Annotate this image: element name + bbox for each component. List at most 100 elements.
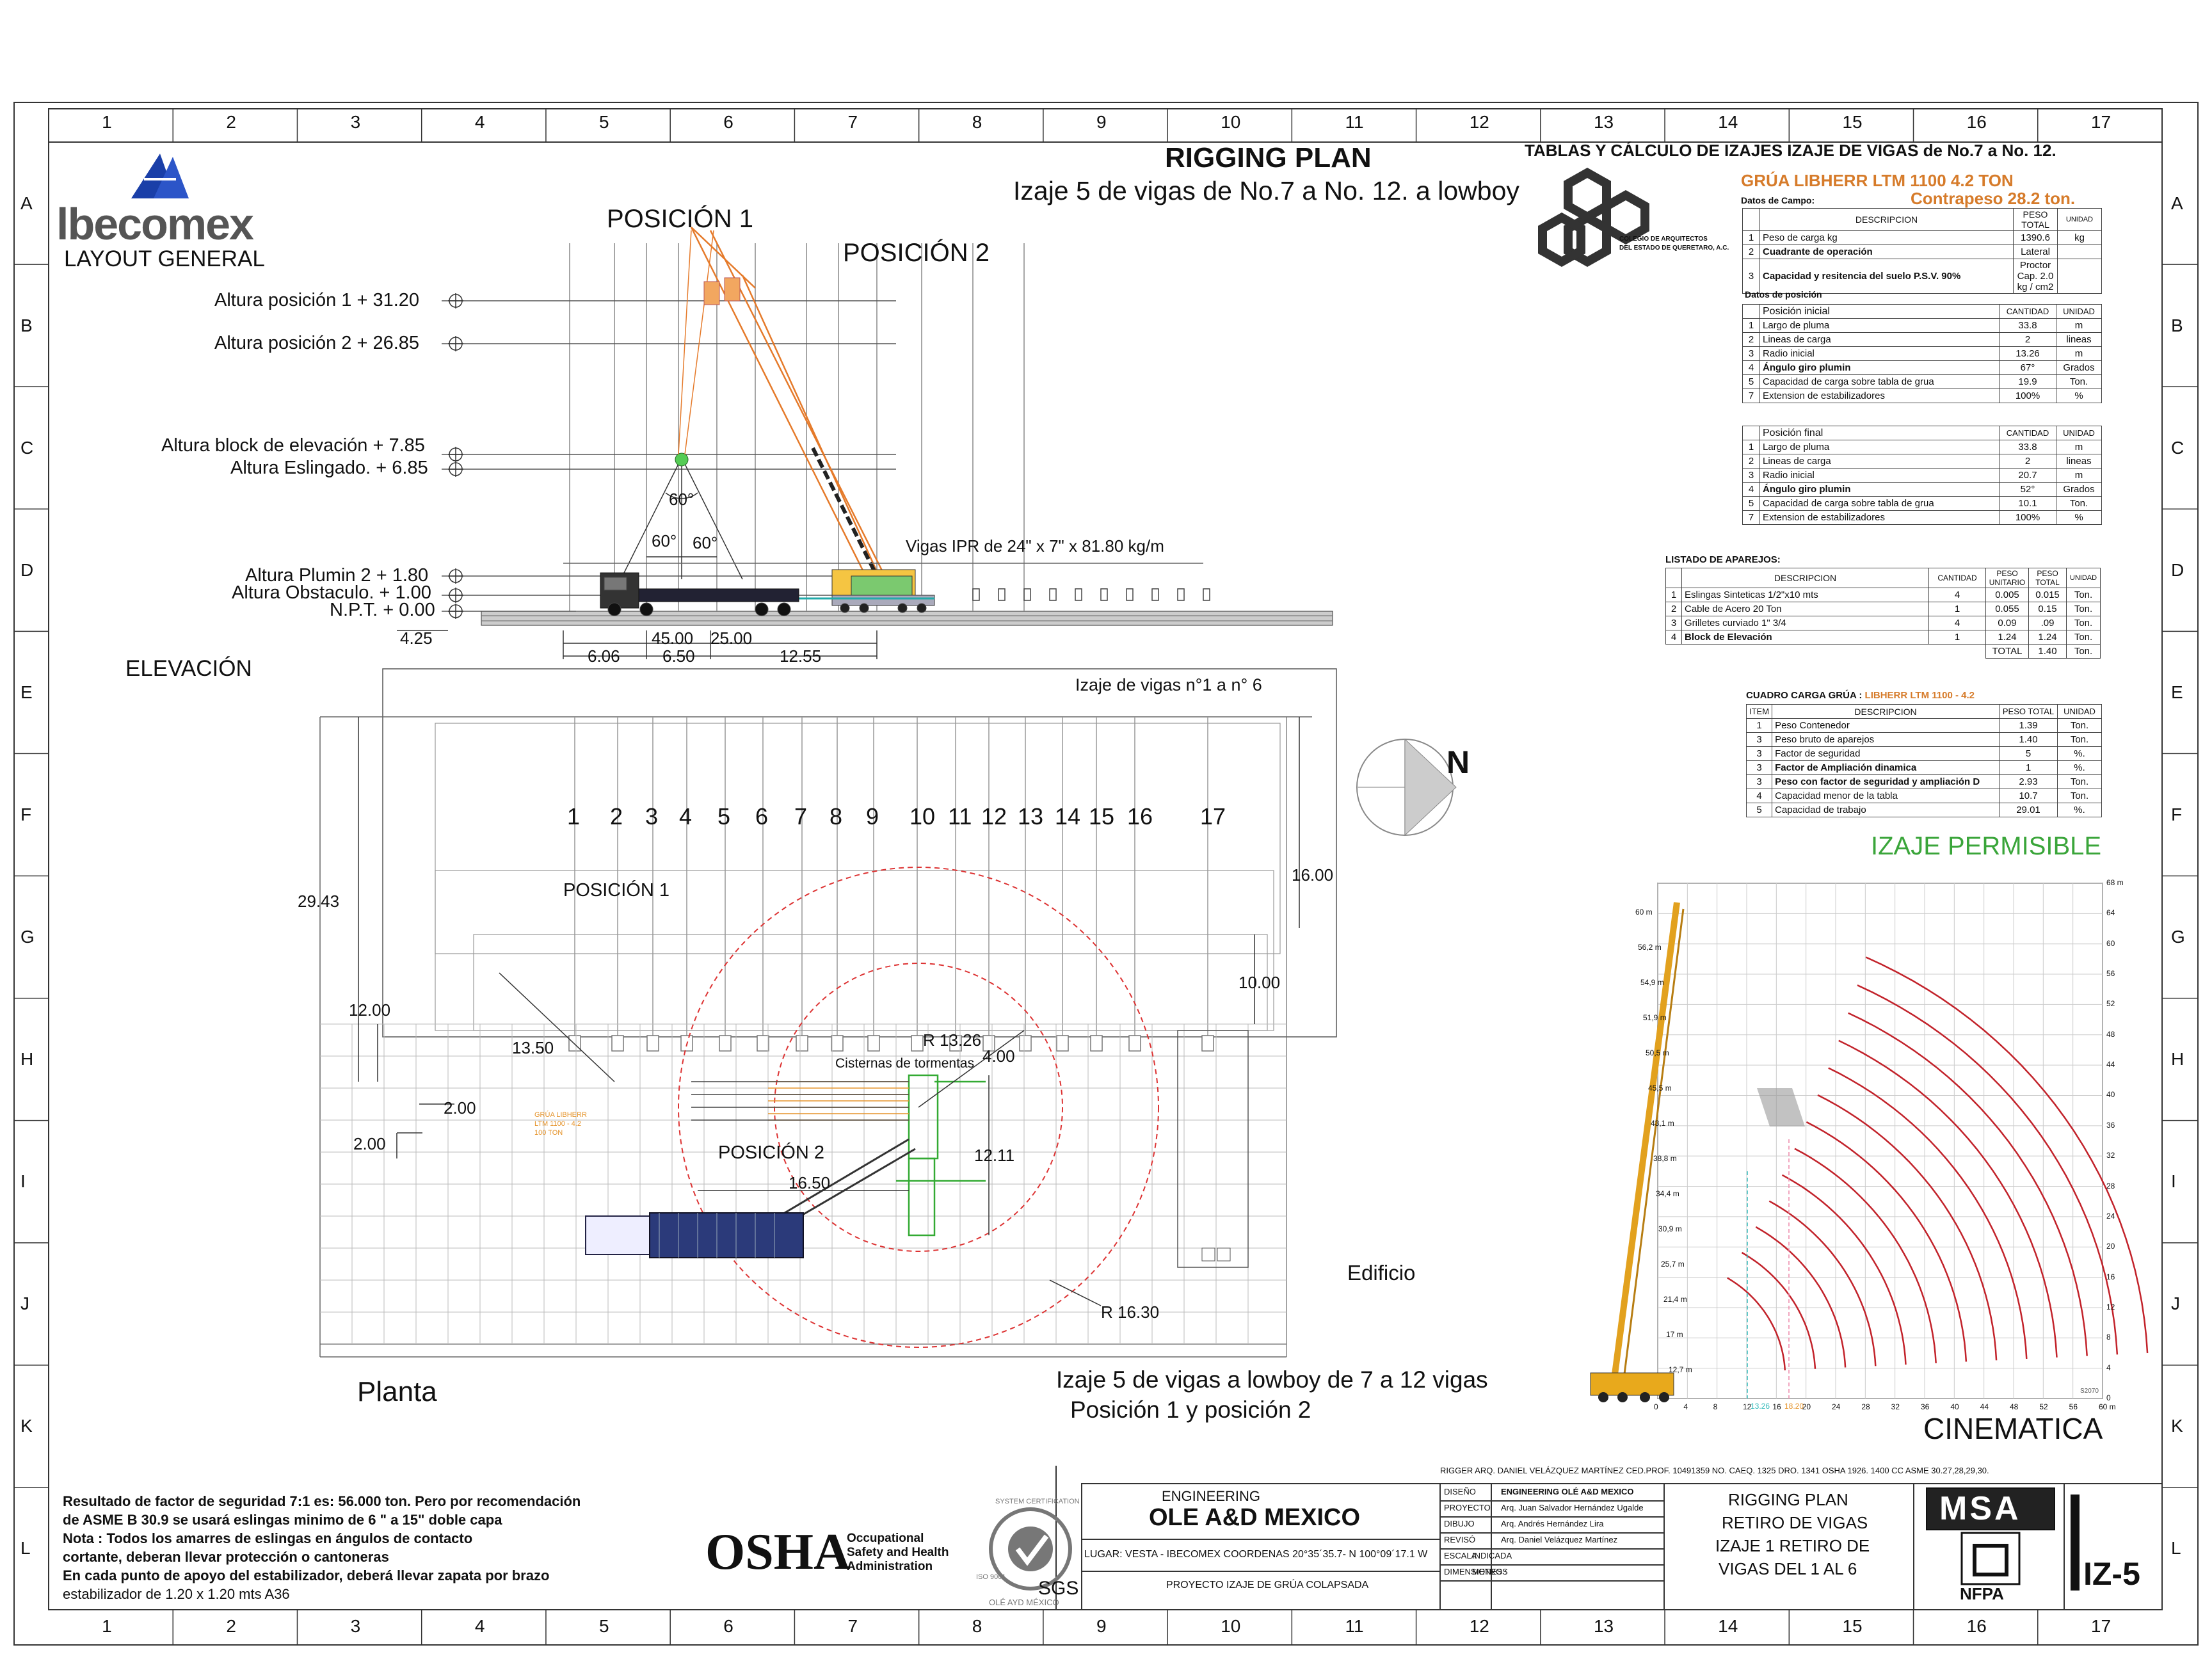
row-index: 3	[1745, 774, 1773, 789]
beam-number: 16	[1127, 803, 1153, 830]
dim-200b: 2.00	[353, 1134, 386, 1153]
row-value: 100%	[1999, 389, 2056, 403]
note-line: cortante, deberan llevar protección o ca…	[63, 1549, 389, 1565]
rigging-title: LISTADO DE APAREJOS:	[1665, 554, 1781, 565]
dim-425: 4.25	[400, 629, 433, 648]
sheet-title-4: VIGAS DEL 1 AL 6	[1719, 1559, 1857, 1578]
row-value: 1.40	[1999, 732, 2058, 747]
plan-pos1: POSICIÓN 1	[563, 880, 669, 901]
row-desc: Cuadrante de operación	[1759, 244, 2014, 259]
col-label-bottom: 4	[474, 1616, 485, 1636]
row-desc: Peso de carga kg	[1759, 230, 2014, 245]
row-index: 2	[1665, 602, 1682, 616]
kin-boom-label: 17 m	[1666, 1330, 1683, 1339]
col-label-bottom: 17	[2090, 1616, 2112, 1636]
row-value: 100%	[1999, 510, 2056, 525]
counterweight: Contrapeso 28.2 ton.	[1911, 189, 2076, 208]
note-line: Nota : Todos los amarres de eslingas en …	[63, 1530, 473, 1546]
row-unit: lineas	[2056, 332, 2102, 347]
lift-verdict: IZAJE PERMISIBLE	[1871, 832, 2102, 860]
row-unit	[2057, 259, 2102, 294]
kin-x-tick: 20	[1802, 1402, 1811, 1411]
col-label-bottom: 10	[1221, 1616, 1241, 1636]
load-h-unit: UNIDAD	[2057, 704, 2102, 719]
col-label-bottom: 13	[1593, 1616, 1614, 1636]
radius-1326: R 13.26	[923, 1030, 982, 1050]
kin-y-tick: 24	[2106, 1211, 2115, 1221]
college-text-2: DEL ESTADO DE QUERETARO, A.C.	[1619, 244, 1729, 252]
row-label-right: B	[2171, 315, 2183, 335]
kin-y-tick: 36	[2106, 1120, 2115, 1130]
load-chart-model: LIBHERR LTM 1100 - 4.2	[1864, 690, 1975, 701]
kin-x-tick: 28	[1861, 1402, 1870, 1411]
row-index: 3	[1745, 746, 1773, 761]
beam-number: 15	[1089, 803, 1115, 830]
rigging-table: DESCRIPCION CANTIDAD PESO UNITARIO PESO …	[1665, 568, 2101, 659]
angle-top: 60°	[669, 490, 694, 509]
row-unit: %.	[2057, 746, 2102, 761]
tb-field-value: ENGINEERING OLÉ A&D MEXICO	[1501, 1487, 1634, 1496]
row-value: 13.26	[1999, 346, 2056, 361]
col-label-bottom: 6	[723, 1616, 733, 1636]
row-label-left: G	[20, 927, 35, 947]
kin-boom-label: 12,7 m	[1669, 1365, 1692, 1374]
kin-y-tick: 16	[2106, 1272, 2115, 1281]
row-label-right: J	[2171, 1294, 2180, 1314]
row-total: .09	[2028, 616, 2067, 630]
dim-1350: 13.50	[512, 1038, 554, 1057]
row-desc: Extension de estabilizadores	[1759, 389, 2000, 403]
college-text-1: COLEGIO DE ARQUITECTOS	[1619, 236, 1708, 243]
col-label-top: 5	[599, 112, 609, 132]
row-index: 3	[1742, 346, 1760, 361]
row-desc: Largo de pluma	[1759, 318, 2000, 333]
row-index: 3	[1665, 616, 1682, 630]
kin-boom-label: 51,9 m	[1643, 1013, 1667, 1022]
row-unit: m	[2056, 346, 2102, 361]
row-desc: Peso Contenedor	[1772, 718, 2000, 733]
beam-number: 7	[794, 803, 808, 830]
row-unit: Grados	[2056, 360, 2102, 375]
kin-boom-label: 43,1 m	[1651, 1119, 1674, 1128]
kinematics-chart	[1590, 883, 2149, 1402]
row-unit: lineas	[2056, 454, 2102, 469]
row-label-right: H	[2171, 1049, 2184, 1070]
note-line: de ASME B 30.9 se usará eslingas minimo …	[63, 1512, 502, 1528]
plan-label: Planta	[357, 1376, 437, 1407]
col-label-bottom: 16	[1966, 1616, 1987, 1636]
row-desc: Capacidad de carga sobre tabla de grua	[1759, 496, 2000, 511]
osha-line3: Administration	[847, 1560, 933, 1573]
row-index: 4	[1742, 360, 1760, 375]
outer-frame	[13, 102, 2199, 1646]
kin-boom-label: 21,4 m	[1663, 1295, 1687, 1304]
beam-number: 3	[645, 803, 659, 830]
kin-boom-label: 30,9 m	[1658, 1224, 1682, 1233]
dim-1650: 16.50	[789, 1173, 831, 1192]
col-label-top: 8	[972, 112, 982, 132]
row-index: 3	[1745, 760, 1773, 775]
rig-total-unit: Ton.	[2066, 644, 2101, 659]
col-label-top: 16	[1966, 112, 1987, 132]
osha-line2: Safety and Health	[847, 1546, 949, 1559]
row-index: 4	[1745, 789, 1773, 803]
row-value: 20.7	[1999, 468, 2056, 483]
row-unit-weight: 0.055	[1985, 602, 2029, 616]
load-h-item: ITEM	[1745, 704, 1773, 719]
row-value: Proctor Cap. 2.0 kg / cm2	[2013, 259, 2058, 294]
row-unit-weight: 0.005	[1985, 588, 2029, 602]
pos-initial-title: Posición inicial	[1759, 304, 2000, 319]
kin-boom-label: 34,4 m	[1656, 1189, 1679, 1198]
row-value: 19.9	[1999, 374, 2056, 389]
radius-1630: R 16.30	[1101, 1302, 1160, 1322]
rig-total-label: TOTAL	[1985, 644, 2029, 659]
row-desc: Capacidad de carga sobre tabla de grua	[1759, 374, 2000, 389]
